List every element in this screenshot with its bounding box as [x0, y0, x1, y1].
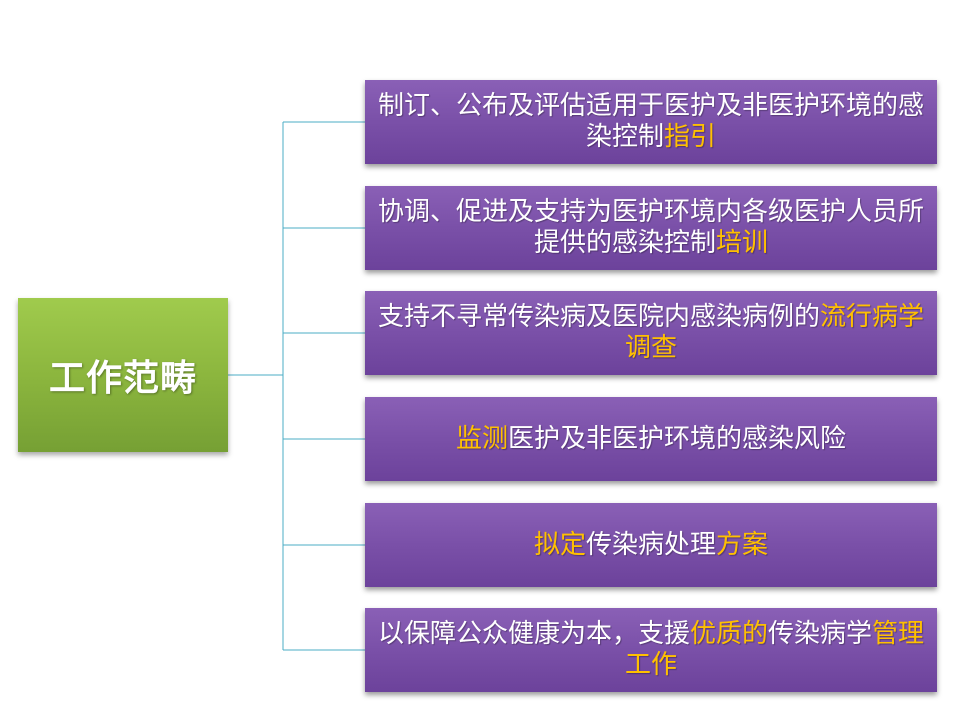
text-segment-highlight: 管理工作 [624, 619, 925, 680]
scope-item-text: 拟定传染病处理方案 [371, 530, 931, 561]
text-segment-highlight: 流行病学调查 [624, 302, 925, 363]
root-node: 工作范畴 [18, 298, 228, 452]
text-segment: 传染病处理 [585, 529, 716, 560]
scope-item-text: 监测医护及非医护环境的感染风险 [371, 424, 931, 455]
text-segment: 传染病学 [768, 619, 873, 649]
scope-item-text: 协调、促进及支持为医护环境内各级医护人员所提供的感染控制培训 [371, 197, 931, 259]
scope-item-6: 以保障公众健康为本，支援优质的传染病学管理工作 [365, 608, 937, 692]
text-segment: 协调、促进及支持为医护环境内各级医护人员所提供的感染控制 [377, 197, 924, 258]
text-segment-highlight: 优质的 [689, 619, 768, 649]
scope-item-4: 监测医护及非医护环境的感染风险 [365, 397, 937, 481]
scope-item-2: 协调、促进及支持为医护环境内各级医护人员所提供的感染控制培训 [365, 186, 937, 270]
text-segment: 以保障公众健康为本，支援 [377, 619, 690, 649]
scope-item-text: 以保障公众健康为本，支援优质的传染病学管理工作 [371, 619, 931, 681]
root-label: 工作范畴 [48, 358, 197, 399]
text-segment-highlight: 方案 [716, 529, 769, 560]
text-segment: 支持不寻常传染病及医院内感染病例的 [377, 302, 820, 332]
text-segment-highlight: 指引 [664, 122, 717, 152]
scope-item-3: 支持不寻常传染病及医院内感染病例的流行病学调查 [365, 291, 937, 375]
text-segment-highlight: 监测 [455, 423, 508, 454]
scope-item-text: 支持不寻常传染病及医院内感染病例的流行病学调查 [371, 302, 931, 364]
text-segment-highlight: 拟定 [533, 529, 586, 560]
scope-item-1: 制订、公布及评估适用于医护及非医护环境的感染控制指引 [365, 80, 937, 164]
text-segment: 医护及非医护环境的感染风险 [508, 423, 847, 454]
scope-item-text: 制订、公布及评估适用于医护及非医护环境的感染控制指引 [371, 91, 931, 153]
scope-item-5: 拟定传染病处理方案 [365, 503, 937, 587]
text-segment: 制订、公布及评估适用于医护及非医护环境的感染控制 [377, 91, 924, 152]
text-segment-highlight: 培训 [716, 228, 769, 258]
